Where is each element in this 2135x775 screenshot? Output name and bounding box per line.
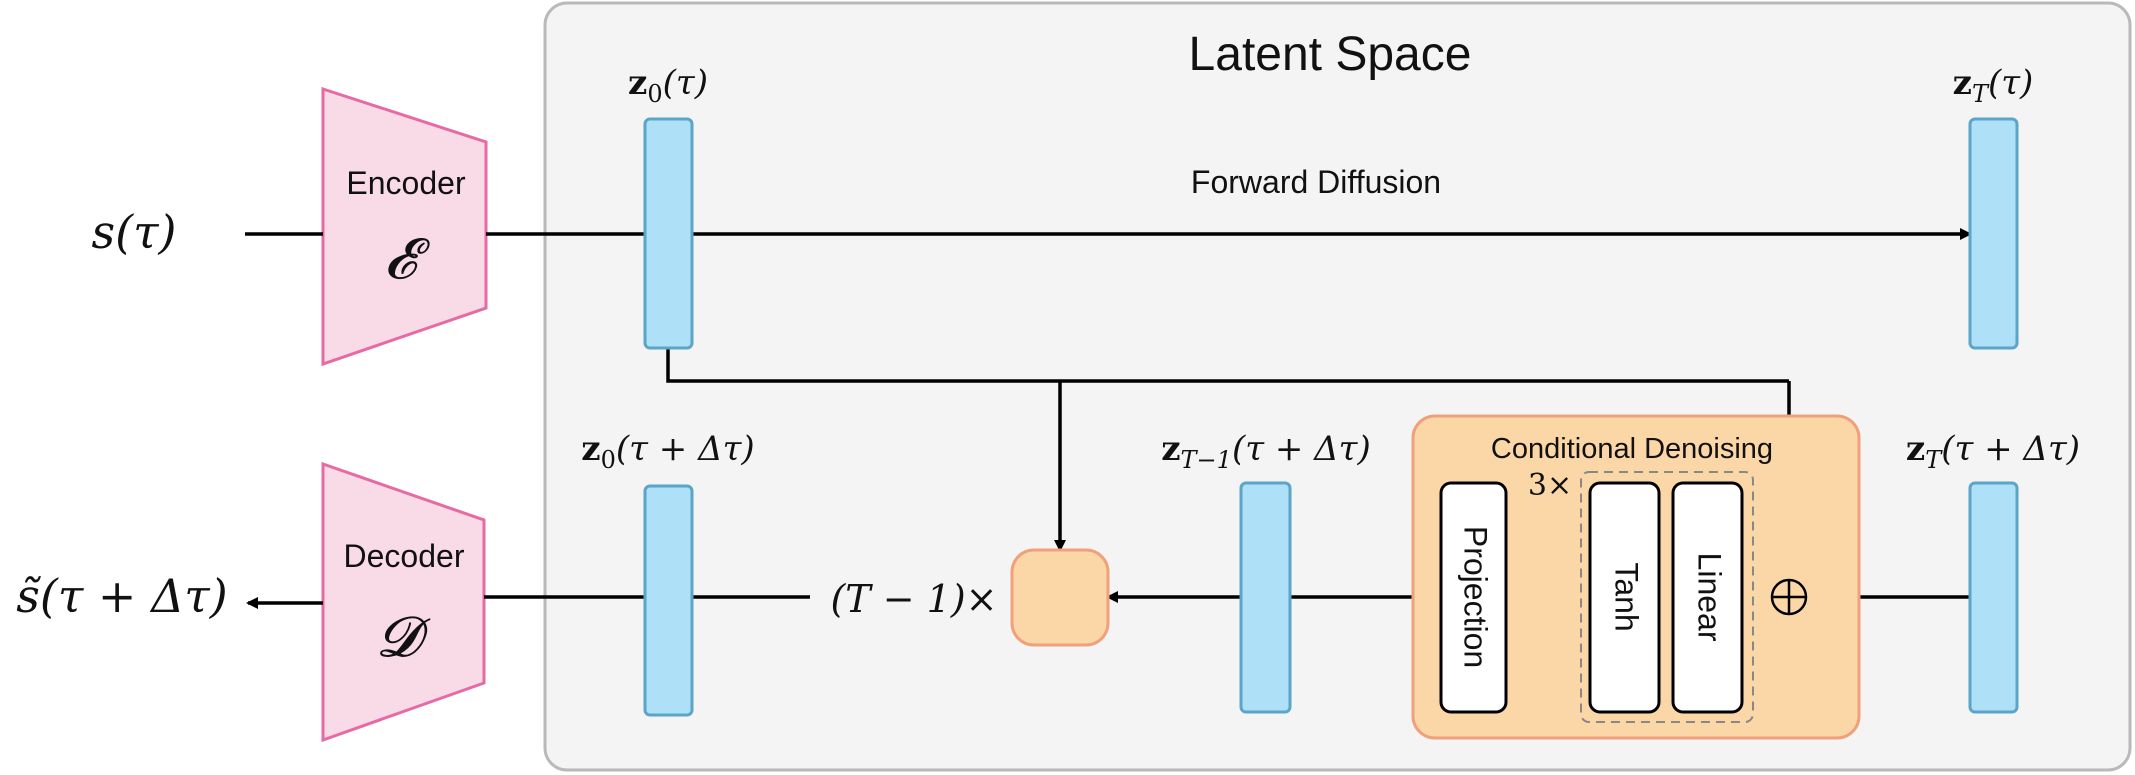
encoder-block: Encoder 𝓔 xyxy=(321,86,488,367)
latent-space-title: Latent Space xyxy=(1189,28,1472,81)
latent-label-zT-tau-dt: zT(τ + Δτ) xyxy=(1906,429,2080,474)
linear-box xyxy=(1671,481,1744,714)
decoder-block: Decoder 𝓓 xyxy=(321,461,486,743)
latent-bar-z0-tau xyxy=(643,117,694,350)
decoder-label: Decoder xyxy=(344,538,465,574)
projection-label: Projection xyxy=(1458,526,1494,668)
latent-bar-z0-tau-dt xyxy=(643,484,694,717)
linear-label: Linear xyxy=(1692,553,1728,642)
latent-label-z0-tau-dt: z0(τ + Δτ) xyxy=(581,429,754,474)
tanh-box xyxy=(1588,481,1661,714)
latent-bar-zT1-tau-dt xyxy=(1239,481,1292,714)
repeat-label: (T − 1)× xyxy=(830,577,997,621)
tanh-label: Tanh xyxy=(1609,562,1645,631)
latent-bar-zT-tau xyxy=(1968,117,2019,350)
repeat-group-box xyxy=(1580,471,1754,723)
merge-node xyxy=(1010,548,1110,647)
forward-diffusion-label: Forward Diffusion xyxy=(1191,164,1441,200)
output-label: s̃(τ + Δτ) xyxy=(16,569,227,623)
projection-box xyxy=(1439,481,1508,714)
encoder-label: Encoder xyxy=(346,165,466,201)
latent-label-z0-tau: z0(τ) xyxy=(628,63,708,108)
latent-bars xyxy=(643,117,2019,717)
repeat-3x-label: 3× xyxy=(1528,468,1572,503)
latent-label-zT1-tau-dt: zT−1(τ + Δτ) xyxy=(1161,429,1371,474)
input-label: s(τ) xyxy=(92,205,177,259)
conditional-denoising-block: Conditional Denoising 3× Projection Tanh… xyxy=(1411,414,1861,740)
connections xyxy=(245,228,1972,609)
sum-icon xyxy=(1770,578,1808,616)
condition-line xyxy=(666,345,1789,383)
latent-space-panel xyxy=(543,1,2132,772)
conditional-denoising-title: Conditional Denoising xyxy=(1491,433,1773,465)
latent-label-zT-tau: zT(τ) xyxy=(1953,63,2034,108)
latent-bar-zT-tau-dt xyxy=(1968,481,2019,714)
